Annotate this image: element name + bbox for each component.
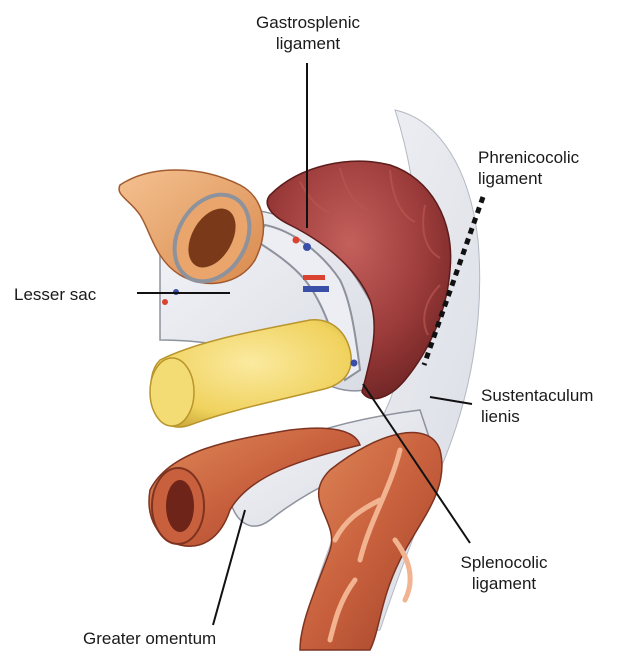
label-lesser-sac: Lesser sac: [14, 284, 96, 305]
label-gastrosplenic-line2: ligament: [244, 33, 372, 54]
splenic-vein-dot: [303, 243, 311, 251]
label-lesser-sac-line1: Lesser sac: [14, 284, 96, 305]
label-phrenicocolic-ligament: Phrenicocolic ligament: [478, 147, 579, 189]
label-phrenicocolic-line2: ligament: [478, 168, 579, 189]
pancreas-cut-end: [150, 358, 194, 426]
label-greater-omentum-line1: Greater omentum: [83, 628, 216, 649]
label-sustentaculum-line1: Sustentaculum: [481, 385, 593, 406]
colon-lumen: [166, 480, 194, 532]
vessel-dot-c: [351, 360, 358, 367]
label-gastrosplenic-ligament: Gastrosplenic ligament: [244, 12, 372, 54]
splenic-artery: [303, 275, 325, 280]
splenic-vein: [303, 286, 329, 292]
splenic-artery-dot: [293, 237, 300, 244]
label-gastrosplenic-line1: Gastrosplenic: [244, 12, 372, 33]
label-sustentaculum-line2: lienis: [481, 406, 593, 427]
label-splenocolic-line2: ligament: [445, 573, 563, 594]
label-splenocolic-line1: Splenocolic: [445, 552, 563, 573]
label-sustentaculum-lienis: Sustentaculum lienis: [481, 385, 593, 427]
label-greater-omentum: Greater omentum: [83, 628, 216, 649]
vessel-dot-b: [162, 299, 168, 305]
label-splenocolic-ligament: Splenocolic ligament: [445, 552, 563, 594]
label-phrenicocolic-line1: Phrenicocolic: [478, 147, 579, 168]
